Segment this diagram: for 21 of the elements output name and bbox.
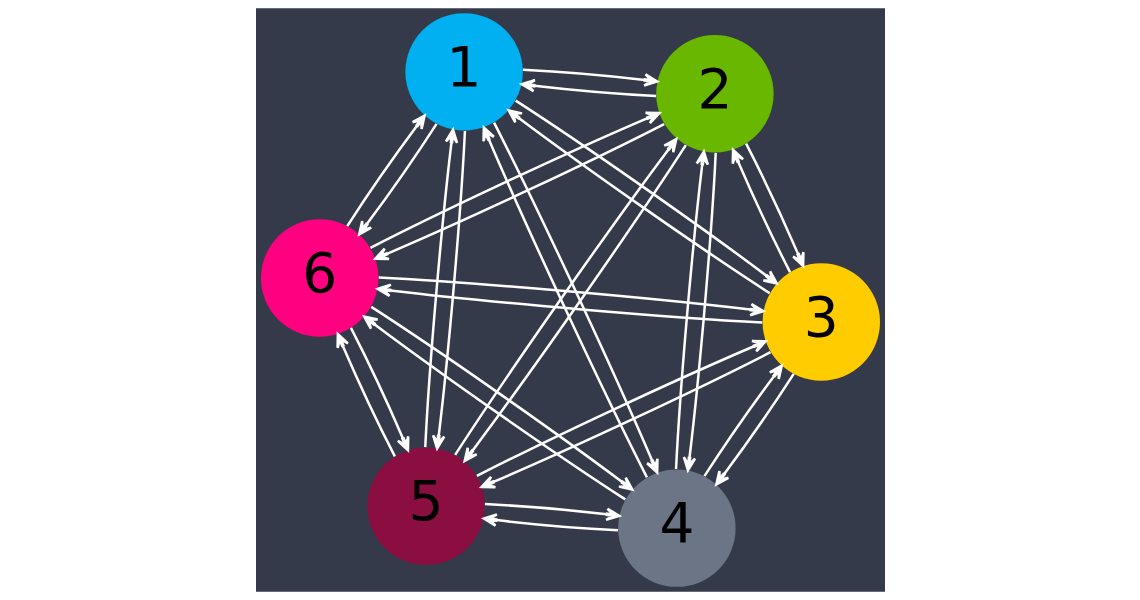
arrow — [520, 78, 656, 98]
arrow — [335, 332, 396, 457]
arrow — [484, 502, 620, 522]
arrow — [674, 150, 709, 470]
arrow — [373, 122, 665, 261]
arrow — [702, 364, 783, 477]
arrow — [370, 305, 634, 491]
arrow — [345, 114, 426, 227]
arrow — [357, 123, 438, 236]
arrow — [349, 327, 409, 452]
arrow — [369, 111, 661, 249]
arrow — [522, 68, 658, 87]
arrow — [514, 99, 778, 285]
arrow — [506, 109, 770, 295]
arrow — [362, 315, 626, 501]
arrow — [744, 143, 805, 268]
arrow — [714, 373, 795, 486]
arrow — [731, 148, 791, 273]
arrow — [479, 351, 771, 489]
arrow — [482, 513, 618, 532]
arrow — [475, 339, 767, 478]
